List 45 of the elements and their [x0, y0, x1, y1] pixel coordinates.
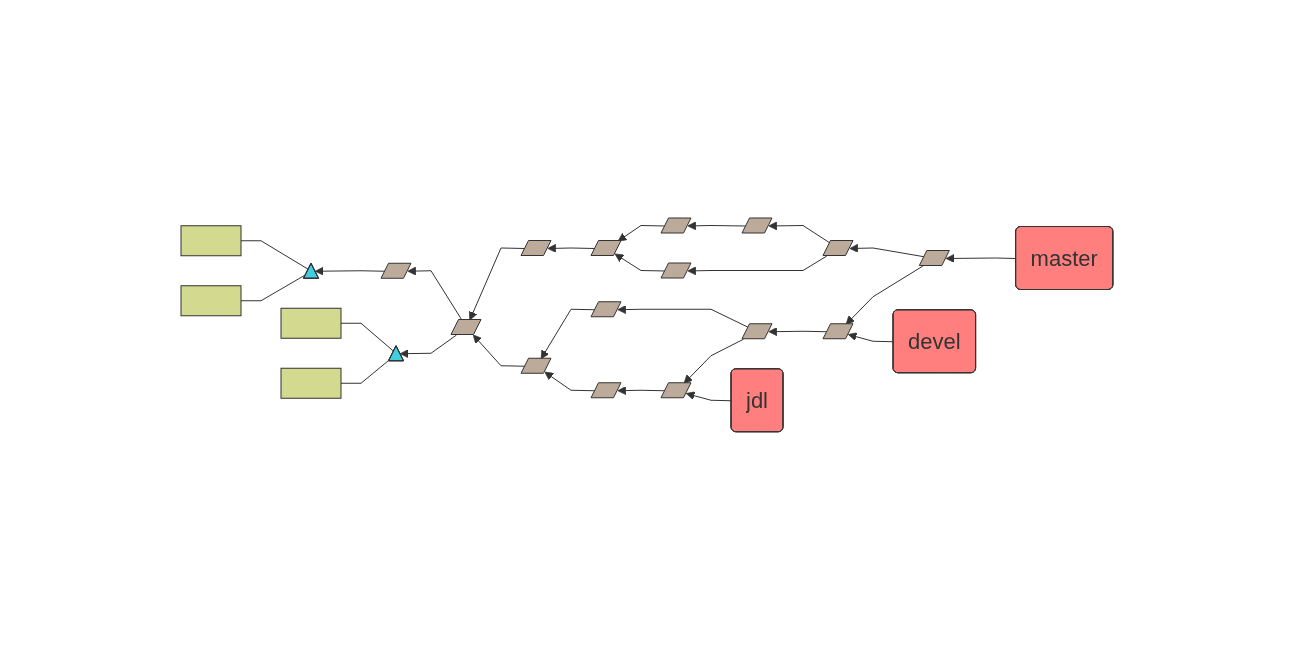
node-parallelogram — [590, 300, 622, 317]
node-parallelogram — [918, 249, 950, 266]
arrow — [847, 332, 894, 342]
node-parallelogram — [380, 262, 412, 279]
node-box — [280, 307, 342, 339]
node-parallelogram — [741, 217, 773, 234]
arrow — [686, 221, 747, 230]
arrow — [767, 221, 831, 244]
arrow — [314, 266, 386, 276]
node-parallelogram — [660, 217, 692, 234]
node-parallelogram — [590, 239, 622, 256]
arrow — [614, 253, 666, 272]
node-parallelogram — [822, 239, 854, 256]
arrow — [848, 243, 925, 257]
arrow — [683, 338, 744, 384]
arrow — [767, 326, 828, 336]
node-parallelogram — [590, 381, 622, 398]
arrow — [845, 265, 923, 325]
node-parallelogram — [520, 239, 552, 256]
node-box — [180, 284, 242, 316]
connector — [340, 358, 390, 384]
arrow — [544, 371, 596, 391]
node-box — [180, 224, 242, 256]
arrow — [616, 385, 666, 395]
node-parallelogram — [741, 322, 773, 339]
arrow — [616, 304, 749, 328]
arrow — [945, 253, 1017, 263]
node-parallelogram — [450, 318, 482, 335]
node-box — [280, 367, 342, 399]
arrow — [617, 224, 666, 241]
connector — [240, 239, 309, 270]
node-parallelogram — [822, 322, 854, 339]
arrow — [472, 334, 526, 367]
arrow — [399, 334, 457, 358]
arrow — [468, 247, 526, 320]
node-parallelogram — [660, 381, 692, 398]
arrow — [540, 308, 596, 359]
connector — [340, 322, 394, 352]
node-parallelogram — [520, 357, 552, 374]
arrow — [685, 391, 732, 401]
node-parallelogram — [660, 262, 692, 279]
connector — [240, 273, 307, 301]
arrow — [686, 255, 827, 275]
arrow — [406, 266, 462, 321]
arrow — [546, 243, 596, 253]
